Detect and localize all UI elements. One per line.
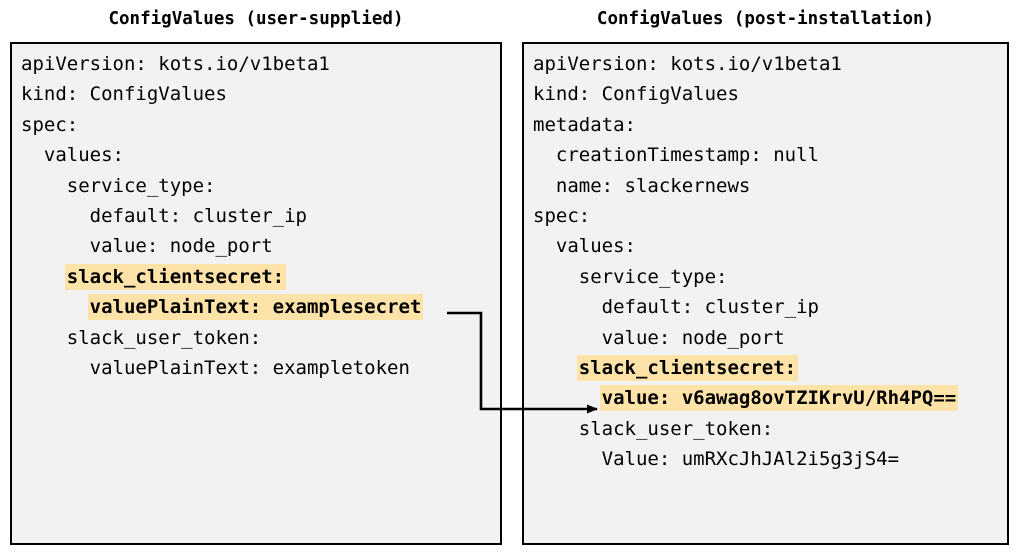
code-line-text: service_type: [578,265,728,288]
code-box-user-supplied: apiVersion: kots.io/v1beta1 kind: ConfigV… [10,42,502,545]
code-line: value: node_port [21,231,500,261]
code-line-text: value: node_port [601,326,785,349]
panel-post-installation: ConfigValues (post-installation) apiVers… [522,0,1009,559]
code-line: service_type: [533,262,1007,292]
code-indent [533,296,602,318]
panel-title-user-supplied: ConfigValues (user-supplied) [108,9,404,29]
code-line: apiVersion: kots.io/v1beta1 [21,49,500,79]
code-line-text: name: slackernews [555,174,751,197]
code-indent [21,266,67,288]
code-indent [533,235,556,257]
code-indent [21,175,67,197]
code-line-highlighted: slack_clientsecret: [21,262,500,292]
code-indent [21,327,67,349]
code-line-text: spec: [21,113,79,136]
code-line: kind: ConfigValues [21,79,500,109]
code-line-text: slack_user_token: [66,326,262,349]
code-line: spec: [21,110,500,140]
code-indent [533,357,579,379]
code-line-text: apiVersion: kots.io/v1beta1 [533,53,842,75]
code-indent [533,175,556,197]
code-indent [21,357,90,379]
code-indent [533,144,556,166]
code-line: slack_user_token: [533,414,1007,444]
panel-title-post-installation: ConfigValues (post-installation) [596,9,935,29]
code-indent [21,144,44,166]
code-line: default: cluster_ip [21,201,500,231]
code-line-text: Value: umRXcJhJAl2i5g3jS4= [601,448,900,471]
code-line-text: apiVersion: kots.io/v1beta1 [21,53,330,75]
code-indent [21,205,90,227]
code-line: apiVersion: kots.io/v1beta1 [533,49,1007,79]
code-line: Value: umRXcJhJAl2i5g3jS4= [533,444,1007,474]
code-line-text: creationTimestamp: null [555,144,819,167]
code-indent [533,448,602,470]
code-line: name: slackernews [533,171,1007,201]
code-lines-user-supplied: apiVersion: kots.io/v1beta1 kind: ConfigV… [21,49,500,383]
code-indent [21,296,90,318]
code-box-post-installation: apiVersion: kots.io/v1beta1 kind: ConfigV… [522,42,1009,545]
code-line-text: valuePlainText: examplesecret [89,296,422,319]
code-line-text: valuePlainText: exampletoken [89,356,410,379]
code-line: kind: ConfigValues [533,79,1007,109]
code-lines-post-installation: apiVersion: kots.io/v1beta1 kind: ConfigV… [533,49,1007,474]
code-line-text: value: v6awag8ovTZIKrvU/Rh4PQ== [601,387,957,410]
code-line: default: cluster_ip [533,292,1007,322]
code-line-text: default: cluster_ip [89,204,307,227]
code-line-highlighted: value: v6awag8ovTZIKrvU/Rh4PQ== [533,383,1007,413]
code-line: value: node_port [533,323,1007,353]
code-indent [21,235,90,257]
code-line-text: default: cluster_ip [601,296,819,319]
panel-user-supplied: ConfigValues (user-supplied) apiVersion:… [10,0,502,559]
code-line: values: [533,231,1007,261]
code-line-text: metadata: [533,113,636,136]
code-line: valuePlainText: exampletoken [21,353,500,383]
code-line-text: values: [43,144,124,167]
code-line-highlighted: slack_clientsecret: [533,353,1007,383]
code-indent [533,418,579,440]
code-line: spec: [533,201,1007,231]
code-line-text: slack_clientsecret: [66,265,285,288]
code-line: values: [21,140,500,170]
code-line: slack_user_token: [21,323,500,353]
code-line: metadata: [533,110,1007,140]
code-line-text: spec: [533,204,591,227]
code-line: creationTimestamp: null [533,140,1007,170]
code-line-text: slack_clientsecret: [578,356,797,379]
code-line-text: value: node_port [89,235,273,258]
code-indent [533,266,579,288]
code-line-text: kind: ConfigValues [21,83,227,106]
code-line-highlighted: valuePlainText: examplesecret [21,292,500,322]
code-indent [533,327,602,349]
code-line-text: service_type: [66,174,216,197]
code-line-text: slack_user_token: [578,417,774,440]
code-line-text: kind: ConfigValues [533,83,739,106]
code-line: service_type: [21,171,500,201]
code-line-text: values: [555,235,636,258]
code-indent [533,387,602,409]
